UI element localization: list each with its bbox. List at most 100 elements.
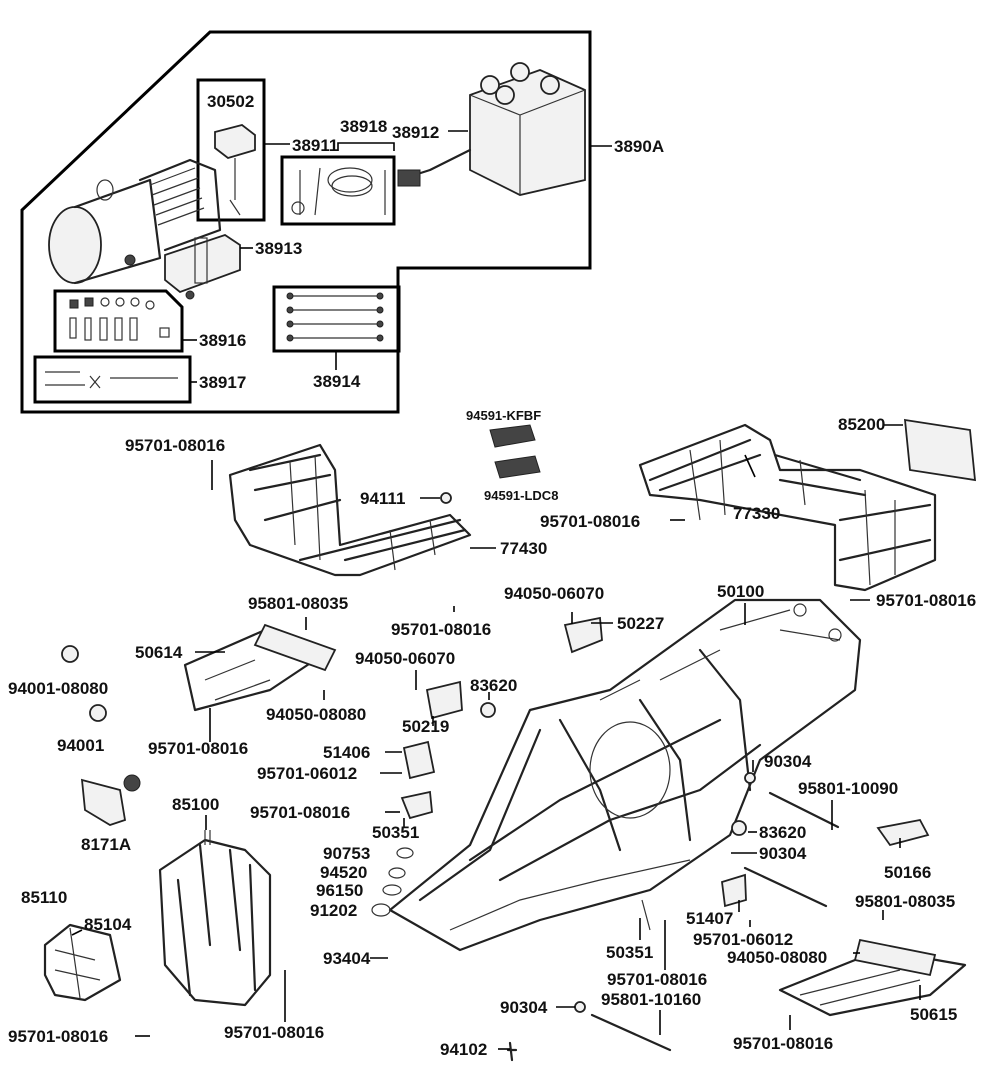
label-94050-08080-b: 94050-08080 (727, 948, 827, 967)
manual-drawing (45, 371, 178, 389)
footrest-left-drawing (183, 623, 337, 712)
label-94050-06070-a: 94050-06070 (504, 584, 604, 603)
washer-90304c-drawing (574, 1001, 586, 1013)
label-50614: 50614 (135, 643, 183, 662)
switch-drawing (214, 124, 256, 216)
label-91202: 91202 (310, 901, 357, 920)
pin-94102-drawing (506, 1041, 518, 1062)
label-50100: 50100 (717, 582, 764, 601)
label-94001-08080: 94001-08080 (8, 679, 108, 698)
fairlead-drawing (164, 234, 241, 300)
label-95701-08016-e: 95701-08016 (148, 739, 248, 758)
label-38917: 38917 (199, 373, 246, 392)
bracket-50227-drawing (563, 616, 603, 654)
label-38911: 38911 (292, 136, 338, 155)
label-83620-b: 83620 (759, 823, 806, 842)
hardware-box (53, 289, 184, 353)
ring-91202-drawing (371, 903, 391, 917)
label-30502: 30502 (207, 92, 254, 111)
hardware-drawing (69, 297, 170, 341)
label-85200: 85200 (838, 415, 885, 434)
wiring-drawing (291, 167, 386, 216)
manual-box (33, 355, 192, 404)
front-rack-drawing (228, 443, 472, 577)
label-50166: 50166 (884, 863, 931, 882)
label-94591-ldc8: 94591-LDC8 (484, 488, 558, 503)
label-95701-08016-i: 95701-08016 (8, 1027, 108, 1046)
label-85100: 85100 (172, 795, 219, 814)
plate-85200-drawing (903, 418, 977, 482)
cables-drawing (286, 292, 384, 342)
bracket-50351-drawing (400, 790, 433, 820)
label-90304-c: 90304 (500, 998, 548, 1017)
label-95701-06012-b: 95701-06012 (693, 930, 793, 949)
wiring-box (280, 155, 396, 226)
bracket-51407-drawing (721, 873, 747, 908)
guard-85110-drawing (43, 923, 122, 1002)
label-95801-08035-b: 95801-08035 (855, 892, 955, 911)
bracket-50166-drawing (876, 818, 930, 847)
label-51406: 51406 (323, 743, 370, 762)
solenoid-drawing (397, 62, 586, 196)
label-83620-a: 83620 (470, 676, 517, 695)
label-96150: 96150 (316, 881, 363, 900)
label-94591-kfbf: 94591-KFBF (466, 408, 541, 423)
label-50351-b: 50351 (606, 943, 653, 962)
bolt-95801-10160-upper-drawing (743, 866, 828, 908)
label-51407: 51407 (686, 909, 733, 928)
label-38918: 38918 (340, 117, 387, 136)
rear-rack-drawing (638, 423, 937, 592)
label-50615: 50615 (910, 1005, 957, 1024)
label-94050-06070-b: 94050-06070 (355, 649, 455, 668)
ring-96150-drawing (382, 884, 402, 896)
grommet-83620b-drawing (731, 820, 747, 836)
bracket-51406-drawing (402, 740, 436, 780)
nut-94001-08080-drawing (61, 645, 79, 663)
label-95701-08016-c: 95701-08016 (391, 620, 491, 639)
label-77330: 77330 (733, 504, 780, 523)
label-85110: 85110 (21, 888, 67, 907)
reflector-ldc8-drawing (494, 455, 541, 479)
label-93404: 93404 (323, 949, 371, 968)
label-90753: 90753 (323, 844, 370, 863)
label-38912: 38912 (392, 123, 439, 142)
washer-94111-drawing (440, 492, 452, 504)
ring-94520-drawing (388, 867, 406, 879)
bolt-95801-10160-drawing (590, 1013, 672, 1052)
label-95701-06012-a: 95701-06012 (257, 764, 357, 783)
label-95701-08016-f: 95701-08016 (250, 803, 350, 822)
front-bumper-drawing (158, 830, 272, 1007)
label-94001: 94001 (57, 736, 104, 755)
label-8171A: 8171A (81, 835, 131, 854)
label-94111: 94111 (360, 489, 405, 508)
switch-box (196, 78, 266, 222)
hitch-8171A-drawing (80, 774, 141, 826)
washer-90304-drawing (744, 772, 756, 784)
winch-drawing (48, 158, 222, 285)
label-94520: 94520 (320, 863, 367, 882)
label-95701-08016-g: 95701-08016 (607, 970, 707, 989)
label-95801-10160: 95801-10160 (601, 990, 701, 1009)
ring-90753-drawing (396, 847, 414, 859)
label-38913: 38913 (255, 239, 302, 258)
grommet-83620-drawing (480, 702, 496, 718)
label-38914: 38914 (313, 372, 361, 391)
bolt-95801-10090-drawing (768, 791, 840, 829)
label-95701-08016-j: 95701-08016 (224, 1023, 324, 1042)
label-38916: 38916 (199, 331, 246, 350)
label-95701-08016-a: 95701-08016 (125, 436, 225, 455)
label-50227: 50227 (617, 614, 664, 633)
label-90304-b: 90304 (759, 844, 807, 863)
label-95701-08016-h: 95701-08016 (733, 1034, 833, 1053)
label-50351-a: 50351 (372, 823, 419, 842)
label-94050-08080-a: 94050-08080 (266, 705, 366, 724)
label-94102: 94102 (440, 1040, 487, 1059)
label-85104: 85104 (84, 915, 132, 934)
nut-94001-drawing (89, 704, 107, 722)
main-frame-drawing (388, 598, 862, 952)
label-95701-08016-b: 95701-08016 (540, 512, 640, 531)
label-95801-10090: 95801-10090 (798, 779, 898, 798)
bracket-50351b-drawing (641, 899, 651, 931)
